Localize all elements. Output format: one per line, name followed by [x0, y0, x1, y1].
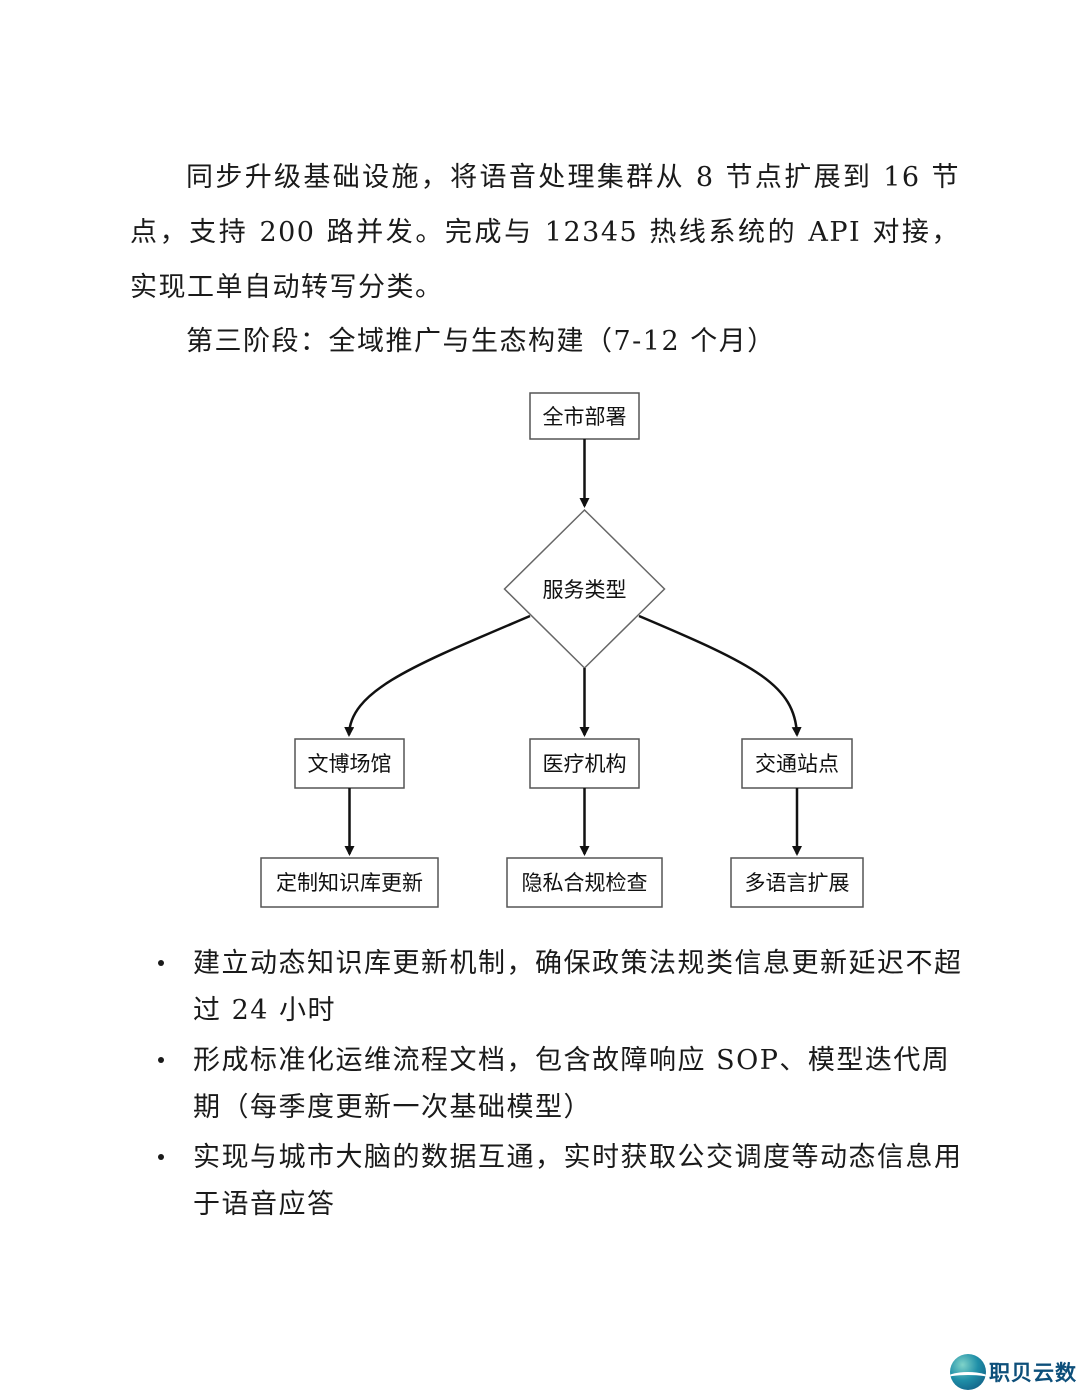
list-item-text: 实现与城市大脑的数据互通，实时获取公交调度等动态信息用于语音应答: [193, 1142, 963, 1220]
footer-logo: 职贝云数: [950, 1352, 1077, 1392]
flow-node-action-2: [506, 857, 663, 908]
wave-globe-logo-icon: [950, 1354, 986, 1390]
flow-decision-label: 服务类型: [543, 578, 627, 602]
flow-node-action-3-label: 多语言扩展: [745, 871, 850, 895]
flow-node-category-1-label: 文博场馆: [308, 752, 392, 776]
section-heading-phase-3: 第三阶段：全域推广与生态构建（7-12 个月）: [186, 326, 776, 357]
flow-node-category-1: [294, 738, 405, 789]
list-item-text: 形成标准化运维流程文档，包含故障响应 SOP、模型迭代周期（每季度更新一次基础模…: [193, 1045, 951, 1123]
list-item: 实现与城市大脑的数据互通，实时获取公交调度等动态信息用于语音应答: [155, 1134, 965, 1228]
flow-node-category-3-label: 交通站点: [755, 752, 839, 776]
list-item: 形成标准化运维流程文档，包含故障响应 SOP、模型迭代周期（每季度更新一次基础模…: [155, 1037, 965, 1131]
flow-node-category-2-label: 医疗机构: [543, 752, 627, 776]
logo-text: 职贝云数: [989, 1361, 1077, 1385]
flow-arrow-branch-1: [344, 614, 531, 737]
flow-arrow-branch-3: [638, 614, 802, 737]
deployment-flowchart: 全市部署 服务类型 文博场馆 医疗机构 交通站点 定制知识库更新 隐私合规检查 …: [260, 392, 864, 908]
bullet-icon: [158, 1154, 164, 1160]
paragraph-infrastructure: 同步升级基础设施，将语音处理集群从 8 节点扩展到 16 节点，支持 200 路…: [130, 162, 960, 303]
flow-node-start-label: 全市部署: [543, 405, 627, 429]
bullet-icon: [158, 1057, 164, 1063]
list-item-text: 建立动态知识库更新机制，确保政策法规类信息更新延迟不超过 24 小时: [193, 948, 963, 1026]
bullet-icon: [158, 960, 164, 966]
flow-node-action-1: [260, 857, 439, 908]
bullet-list: 建立动态知识库更新机制，确保政策法规类信息更新延迟不超过 24 小时 形成标准化…: [155, 940, 965, 1231]
flow-node-start: [529, 392, 640, 440]
list-item: 建立动态知识库更新机制，确保政策法规类信息更新延迟不超过 24 小时: [155, 940, 965, 1034]
flow-node-action-2-label: 隐私合规检查: [522, 871, 648, 895]
flow-node-action-1-label: 定制知识库更新: [276, 871, 423, 895]
flow-node-action-3: [730, 857, 864, 908]
